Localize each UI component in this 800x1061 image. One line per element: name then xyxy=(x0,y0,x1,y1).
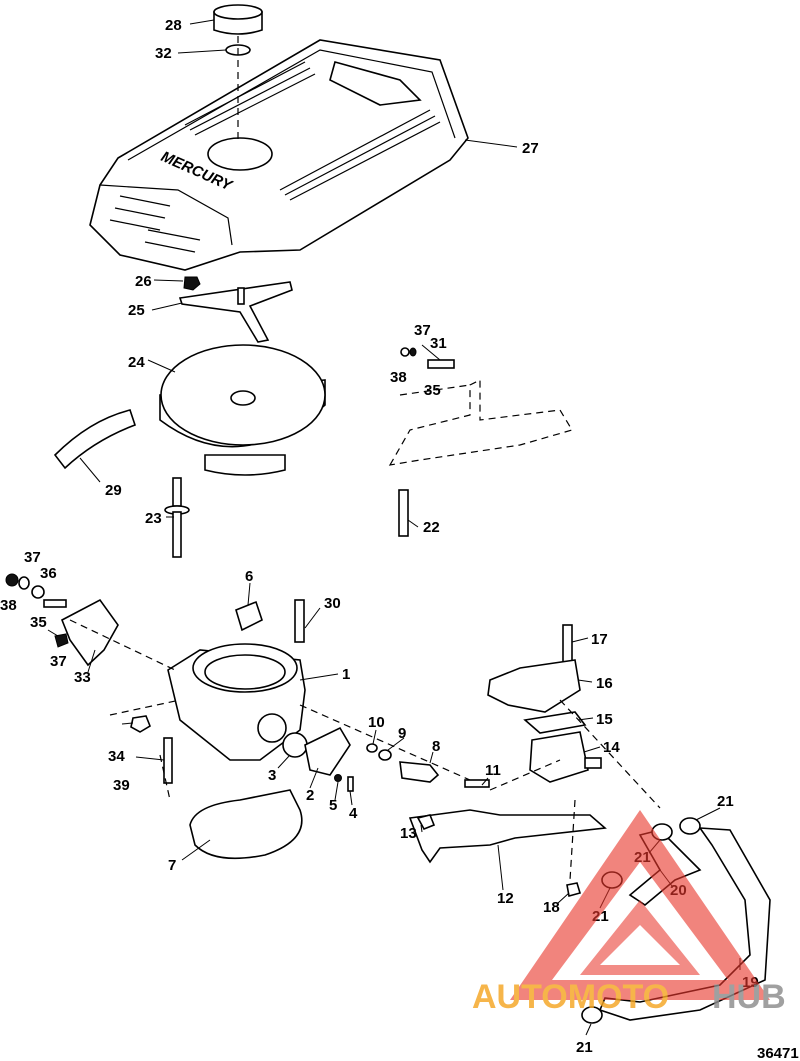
phantom-bracket xyxy=(388,379,573,466)
callout-29: 29 xyxy=(105,482,122,499)
callout-12: 12 xyxy=(497,890,514,907)
callout-38-upper: 38 xyxy=(390,369,407,386)
nut-18 xyxy=(566,882,582,898)
watermark-text-automoto: AUTOMOTO xyxy=(472,978,669,1016)
nut-26 xyxy=(183,276,201,291)
callout-26: 26 xyxy=(135,273,152,290)
callout-34: 34 xyxy=(108,748,125,765)
stud-30 xyxy=(294,599,305,643)
callout-5: 5 xyxy=(329,797,337,814)
clamp-21a xyxy=(679,817,701,835)
callout-13: 13 xyxy=(400,825,417,842)
callout-38-left: 38 xyxy=(0,597,17,614)
screw-35-left xyxy=(43,599,67,608)
callout-22: 22 xyxy=(423,519,440,536)
cap-28 xyxy=(213,4,263,35)
gasket-15 xyxy=(523,711,587,734)
callout-2: 2 xyxy=(306,787,314,804)
callout-23: 23 xyxy=(145,510,162,527)
callout-37-left: 37 xyxy=(24,549,41,566)
callout-35-left: 35 xyxy=(30,614,47,631)
callout-37-upper: 37 xyxy=(414,322,431,339)
watermark: AUTOMOTO HUB xyxy=(472,810,786,1016)
callout-24: 24 xyxy=(128,354,145,371)
screw-35-upper xyxy=(427,359,455,369)
callout-28: 28 xyxy=(165,17,182,34)
callout-21-d: 21 xyxy=(576,1039,593,1056)
o-ring-9 xyxy=(378,749,392,761)
washer-5 xyxy=(334,774,342,782)
callout-4: 4 xyxy=(349,805,358,822)
callout-17: 17 xyxy=(591,631,608,648)
washer-38-left xyxy=(18,576,30,590)
callout-39: 39 xyxy=(113,777,130,794)
hose-29 xyxy=(53,409,137,470)
iac-valve-16 xyxy=(487,659,581,713)
callout-30: 30 xyxy=(324,595,341,612)
washer-38-upper xyxy=(400,347,410,357)
nut-34 xyxy=(130,715,151,733)
flame-arrestor-24 xyxy=(159,344,326,476)
gasket-7 xyxy=(189,789,303,860)
sensor-6 xyxy=(235,600,263,632)
callout-9: 9 xyxy=(398,725,406,742)
callout-14: 14 xyxy=(603,739,620,756)
watermark-triangle-logo xyxy=(510,810,770,1000)
callout-16: 16 xyxy=(596,675,613,692)
callout-31: 31 xyxy=(430,335,447,352)
bracket-25 xyxy=(178,281,293,343)
valve-8 xyxy=(399,761,440,783)
screw-11 xyxy=(464,779,490,788)
o-ring-10 xyxy=(366,743,378,753)
throttle-body-1 xyxy=(167,643,306,761)
reference-number: 36471 xyxy=(757,1045,799,1061)
assembly-lines xyxy=(69,384,661,881)
callout-32: 32 xyxy=(155,45,172,62)
callout-11: 11 xyxy=(485,762,501,779)
sensor-2 xyxy=(304,726,351,776)
callout-37-bracket: 37 xyxy=(50,653,67,670)
nut-13 xyxy=(416,814,436,831)
stud-39 xyxy=(163,737,173,784)
o-ring-3 xyxy=(282,732,308,758)
clamp-21d xyxy=(581,1006,603,1024)
nut-37-left xyxy=(5,573,19,587)
callout-6: 6 xyxy=(245,568,253,585)
nut-37-bracket xyxy=(54,633,69,648)
callout-18: 18 xyxy=(543,899,560,916)
hose-19 xyxy=(598,827,771,1021)
callout-21-a: 21 xyxy=(717,793,734,810)
watermark-triangle-inner xyxy=(580,900,700,975)
stud-23 xyxy=(164,477,190,558)
stud-22 xyxy=(398,489,409,537)
bracket-33 xyxy=(60,598,119,667)
adapter-14 xyxy=(529,731,589,783)
engine-cover-27: MERCURY xyxy=(89,39,469,271)
callout-7: 7 xyxy=(168,857,176,874)
washer-37-upper xyxy=(409,347,417,357)
callout-1: 1 xyxy=(342,666,350,683)
screw-17 xyxy=(562,624,573,666)
callout-27: 27 xyxy=(522,140,539,157)
callout-35-upper: 35 xyxy=(424,382,441,399)
callout-3: 3 xyxy=(268,767,276,784)
callout-10: 10 xyxy=(368,714,385,731)
callout-8: 8 xyxy=(432,738,440,755)
bracket-12 xyxy=(408,809,607,864)
callout-25: 25 xyxy=(128,302,145,319)
watermark-text-hub: HUB xyxy=(712,978,786,1016)
screw-4 xyxy=(347,776,354,792)
callout-36: 36 xyxy=(40,565,57,582)
callout-33: 33 xyxy=(74,669,91,686)
washer-36 xyxy=(31,585,45,599)
callout-15: 15 xyxy=(596,711,613,728)
